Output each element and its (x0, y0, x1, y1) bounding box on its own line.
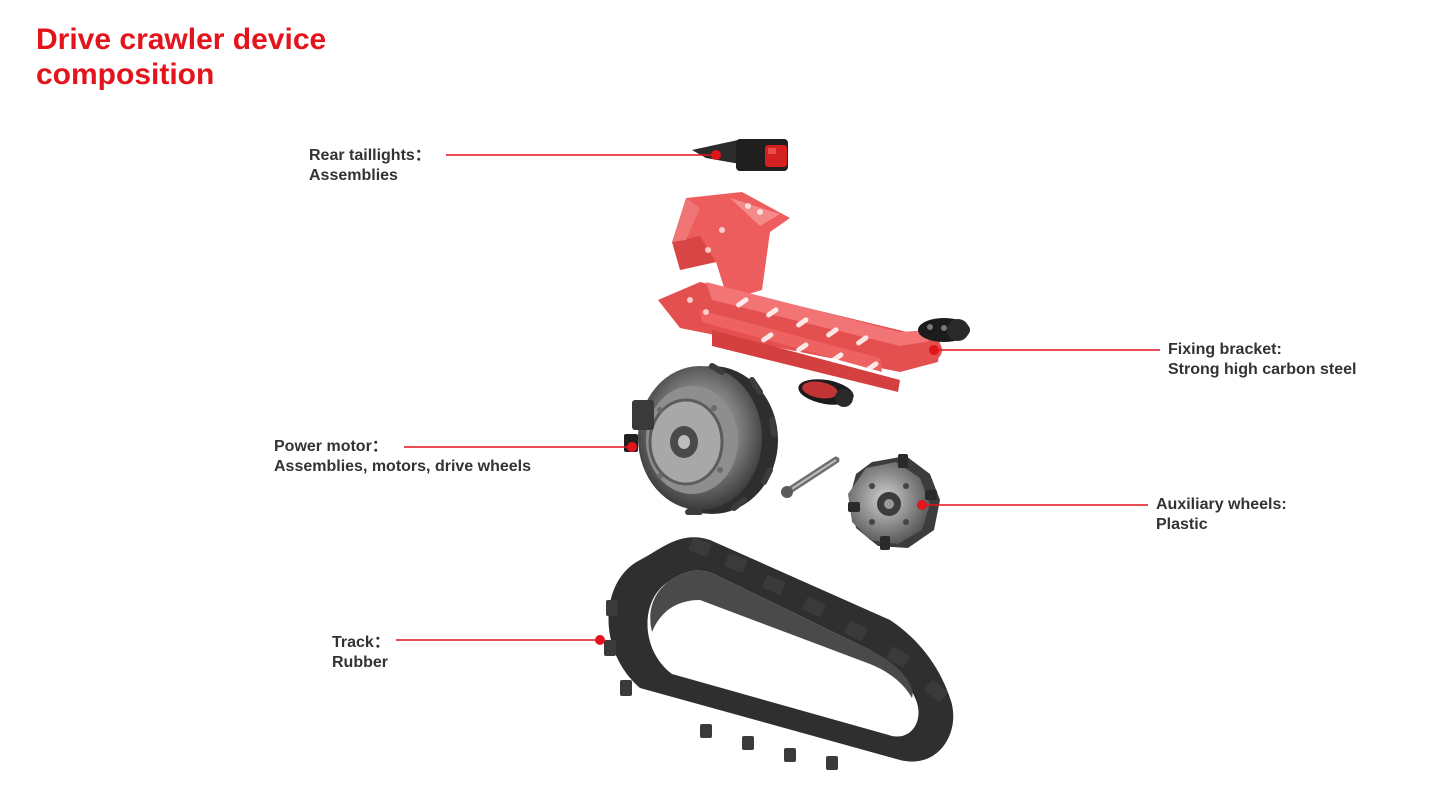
callout-rear-taillights: Rear taillights： Assemblies (309, 146, 431, 186)
page-title: Drive crawler device composition (36, 23, 327, 91)
callout-detail: Rubber (332, 654, 388, 671)
callout-name: Track： (332, 634, 390, 651)
callout-fixing-bracket: Fixing bracket: Strong high carbon steel (1168, 340, 1356, 380)
leader-dot-bracket (929, 345, 939, 355)
callout-detail: Strong high carbon steel (1168, 361, 1357, 378)
motor-wheel-icon (624, 363, 778, 515)
callout-auxiliary-wheels: Auxiliary wheels: Plastic (1156, 495, 1287, 535)
leader-dot-taillights (711, 150, 721, 160)
auxiliary-wheel-icon (848, 454, 940, 550)
callout-power-motor: Power motor： Assemblies, motors, drive w… (274, 437, 531, 477)
leader-dot-track (595, 635, 605, 645)
callout-track: Track： Rubber (332, 633, 390, 673)
callout-detail: Assemblies, motors, drive wheels (274, 458, 531, 475)
bracket-icon (658, 192, 970, 407)
leader-dot-auxiliary (917, 500, 927, 510)
rubber-track-icon (604, 537, 954, 770)
callout-name: Auxiliary wheels: (1156, 496, 1287, 513)
callout-detail: Plastic (1156, 516, 1208, 533)
callout-detail: Assemblies (309, 167, 398, 184)
leader-dot-motor (627, 442, 637, 452)
callout-name: Fixing bracket: (1168, 341, 1282, 358)
callout-name: Rear taillights： (309, 147, 431, 164)
callout-name: Power motor： (274, 438, 388, 455)
leader-lines (396, 150, 1160, 645)
axle-icon (781, 456, 840, 498)
